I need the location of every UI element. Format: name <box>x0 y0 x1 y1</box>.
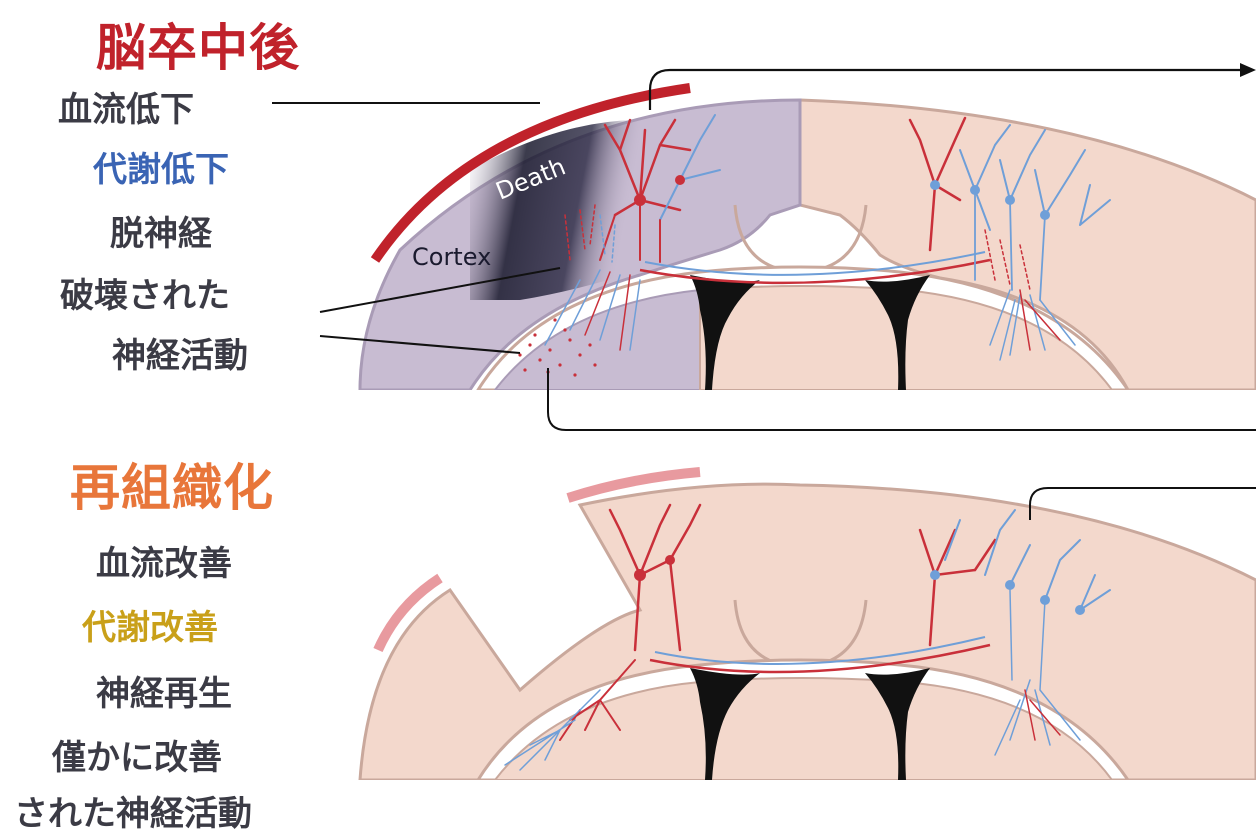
bottom-item-blood-flow: 血流改善 <box>96 536 232 585</box>
bottom-item-regeneration: 神経再生 <box>96 666 232 715</box>
bottom-item-activity-2: された神経活動 <box>14 786 252 835</box>
top-arrow-head <box>1240 63 1256 77</box>
top-item-activity-2: 神経活動 <box>112 328 248 377</box>
top-item-metabolism: 代謝低下 <box>93 142 229 191</box>
top-brain-section <box>360 100 1256 390</box>
bottom-brain-section <box>360 484 1256 780</box>
top-item-activity-1: 破壊された <box>60 268 230 317</box>
cortex-label: Cortex <box>412 243 491 271</box>
top-item-denervation: 脱神経 <box>110 206 212 255</box>
bottom-item-metabolism: 代謝改善 <box>82 600 218 649</box>
top-heading: 脳卒中後 <box>96 8 300 80</box>
bottom-heading: 再組織化 <box>70 448 274 520</box>
top-item-blood-flow: 血流低下 <box>58 82 194 131</box>
bottom-item-activity-1: 僅かに改善 <box>52 730 222 779</box>
